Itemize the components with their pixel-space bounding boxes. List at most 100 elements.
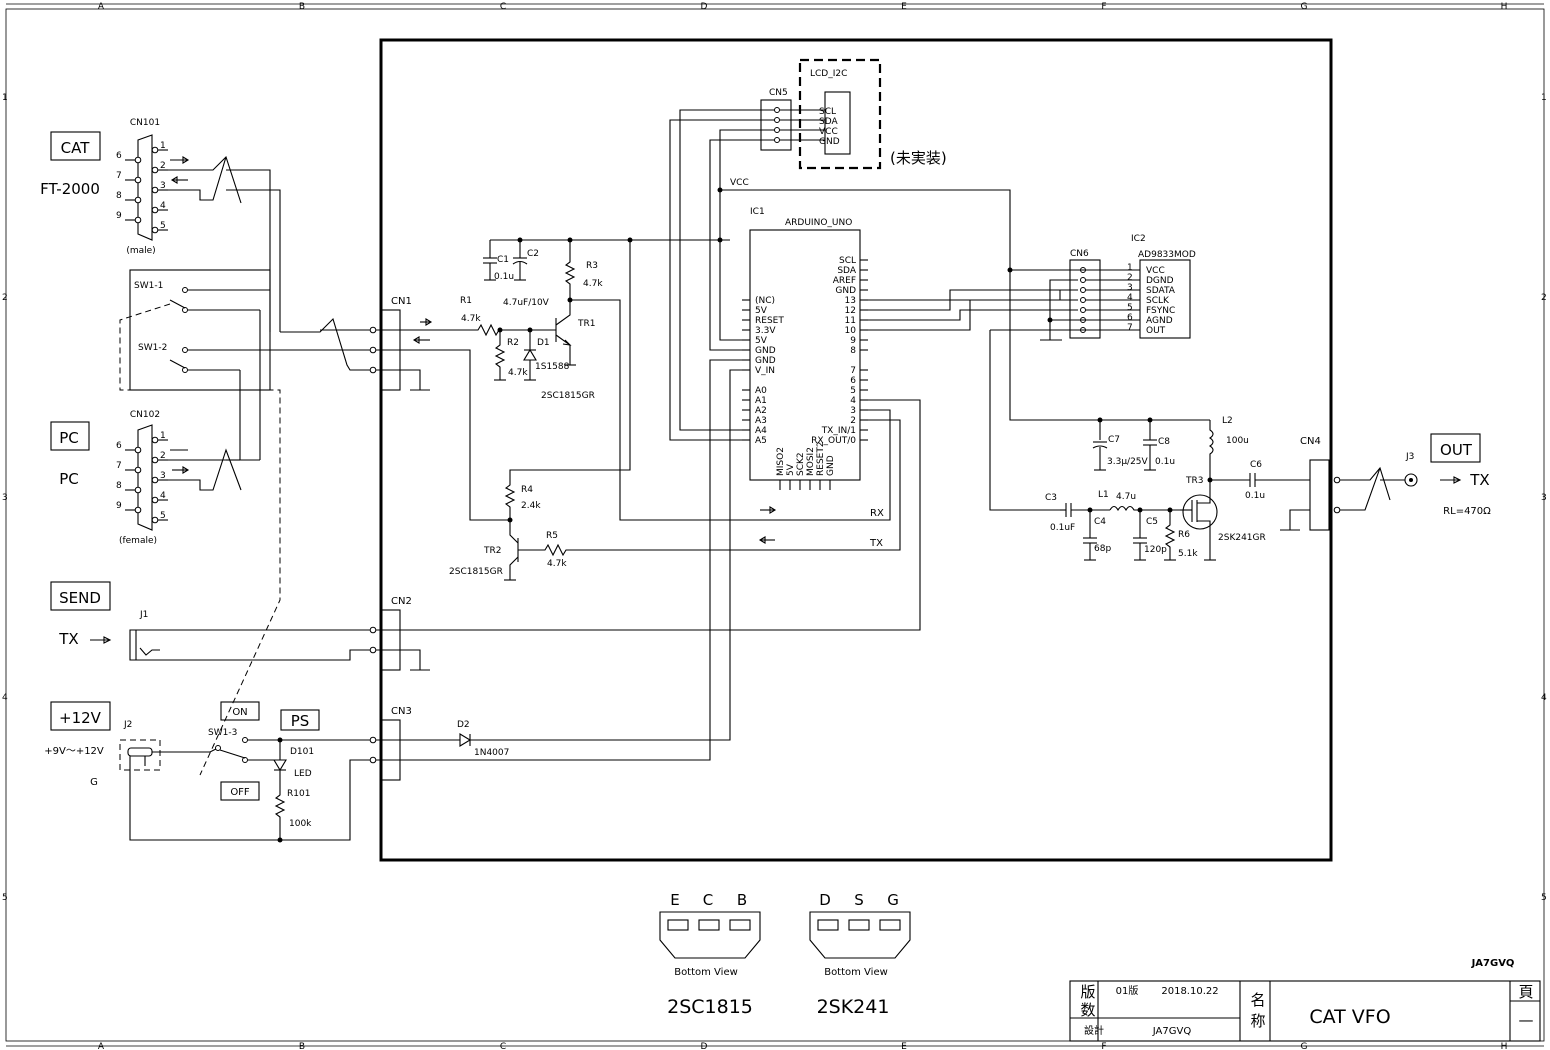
title-mei-1: 名 (1250, 991, 1265, 1009)
r4-value: 2.4k (521, 501, 541, 511)
c8-value: 0.1u (1155, 457, 1175, 467)
cat-label-box (50, 131, 101, 161)
d101-label: D101 (290, 747, 314, 757)
tx-left-label: TX (58, 630, 78, 648)
grid-col-label: H (1501, 1042, 1508, 1050)
male-label: (male) (126, 246, 155, 256)
grid-row-label: 2 (2, 293, 8, 303)
pkg-pin-e: E (670, 891, 679, 909)
arduino-pin-label: 2 (850, 416, 856, 426)
pc-label: PC (59, 429, 79, 447)
title-name: CAT VFO (1309, 1006, 1390, 1028)
bottom-view-label: Bottom View (824, 967, 888, 978)
cn4-label: CN4 (1300, 436, 1321, 447)
c5-label: C5 (1146, 517, 1158, 527)
r1-label: R1 (460, 296, 472, 306)
grid-col-label: E (901, 2, 907, 12)
pc-text: PC (59, 470, 79, 488)
c3-label: C3 (1045, 493, 1057, 503)
grid-row-label: 3 (1541, 493, 1547, 503)
arduino-pin-label: 8 (850, 346, 856, 356)
arduino-pin-label: TX_IN/1 (821, 426, 856, 436)
db9-pin-num: 6 (116, 151, 122, 161)
led-label: LED (294, 769, 312, 779)
db9-pin-num: 8 (116, 191, 122, 201)
cn101-connector: 1 2 3 4 5 6 7 8 9 (116, 134, 168, 241)
c8-label: C8 (1158, 437, 1170, 447)
r3-value: 4.7k (583, 279, 603, 289)
ad9833-body (1139, 259, 1191, 339)
lcd-pin-scl: SCL (819, 107, 836, 117)
db9-pin-num: 1 (160, 431, 166, 441)
grid-row-labels: 1 2 3 4 5 1 2 3 4 5 (2, 93, 1547, 903)
package-2sk241: D S G Bottom View 2SK241 (809, 891, 911, 1018)
title-page-value: — (1519, 1011, 1534, 1029)
title-date: 2018.10.22 (1161, 986, 1218, 997)
arduino-pin-label: A0 (755, 386, 767, 396)
arduino-pin-label: V_IN (755, 366, 775, 376)
r4-label: R4 (521, 485, 533, 495)
plus12v-label-box (50, 701, 111, 731)
title-han-2: 数 (1080, 1001, 1095, 1019)
r6-label: R6 (1178, 530, 1190, 540)
cn3-label: CN3 (391, 706, 412, 717)
db9-pin-num: 3 (160, 471, 166, 481)
ad9833-pin-number: 6 (1127, 313, 1133, 323)
arduino-pin-label: A4 (755, 426, 767, 436)
grid-row-label: 1 (1541, 93, 1547, 103)
out-label-box (1430, 433, 1481, 463)
arduino-pin-label: RX_OUT/0 (811, 436, 856, 446)
tr3-label: TR3 (1185, 476, 1203, 486)
arduino-pin-label: 5V (755, 336, 768, 346)
grid-row-label: 4 (1541, 693, 1547, 703)
grid-col-label: B (299, 2, 305, 12)
grid-col-label: D (701, 1042, 708, 1050)
d2-value: 1N4007 (474, 748, 509, 758)
cn5-label: CN5 (769, 88, 788, 98)
title-han-1: 版 (1080, 983, 1095, 1001)
arduino-pin-label: MISO2 (776, 447, 786, 476)
cn102-connector: 1 2 3 4 5 6 7 8 9 (116, 424, 168, 531)
c4-label: C4 (1094, 517, 1106, 527)
c7-label: C7 (1108, 435, 1120, 445)
bottom-view-label: Bottom View (674, 967, 738, 978)
tr1-value: 2SC1815GR (541, 391, 595, 401)
drawing-frame (5, 8, 1545, 1042)
arduino-pin-label: A2 (755, 406, 767, 416)
on-label-box (220, 701, 260, 721)
ad9833-pin-label: SCLK (1146, 296, 1170, 306)
c2-value: 4.7uF/10V (503, 298, 550, 308)
l1-value: 4.7u (1116, 492, 1136, 502)
ad9833-pin-number: 7 (1127, 323, 1133, 333)
rx-label: RX (870, 508, 884, 519)
author-mark: JA7GVQ (1471, 958, 1515, 969)
grid-col-label: G (1301, 1042, 1308, 1050)
sw1-1-label: SW1-1 (134, 281, 163, 291)
arduino-pin-label: AREF (833, 276, 856, 286)
tr2-value: 2SC1815GR (449, 567, 503, 577)
grid-col-label: F (1101, 1042, 1106, 1050)
title-designer: JA7GVQ (1152, 1026, 1192, 1037)
title-version: 01版 (1116, 984, 1139, 997)
c7-value: 3.3μ/25V (1107, 457, 1149, 467)
c1-value: 0.1u (494, 272, 514, 282)
ad9833-pin-label: OUT (1146, 326, 1166, 336)
grid-col-label: A (98, 2, 105, 12)
c5-value: 120p (1144, 545, 1167, 555)
ad9833-label: AD9833MOD (1138, 250, 1196, 260)
grid-col-label: G (1301, 2, 1308, 12)
grid-row-label: 3 (2, 493, 8, 503)
off-label-box (220, 781, 260, 801)
j1-label: J1 (139, 610, 148, 620)
arduino-right-pins: SCLSDAAREFGND1312111098765432TX_IN/1RX_O… (811, 256, 868, 446)
part-2sk241-label: 2SK241 (817, 996, 890, 1018)
db9-pin-num: 5 (160, 511, 166, 521)
package-2sc1815: E C B Bottom View 2SC1815 (659, 891, 761, 1018)
arduino-pin-label: RESET2 (816, 441, 826, 476)
db9-pin-num: 2 (160, 451, 166, 461)
grid-row-label: 2 (1541, 293, 1547, 303)
arduino-pin-label: SCL (839, 256, 856, 266)
arduino-pin-label: 6 (850, 376, 856, 386)
lcd-pin-sda: SDA (819, 117, 838, 127)
